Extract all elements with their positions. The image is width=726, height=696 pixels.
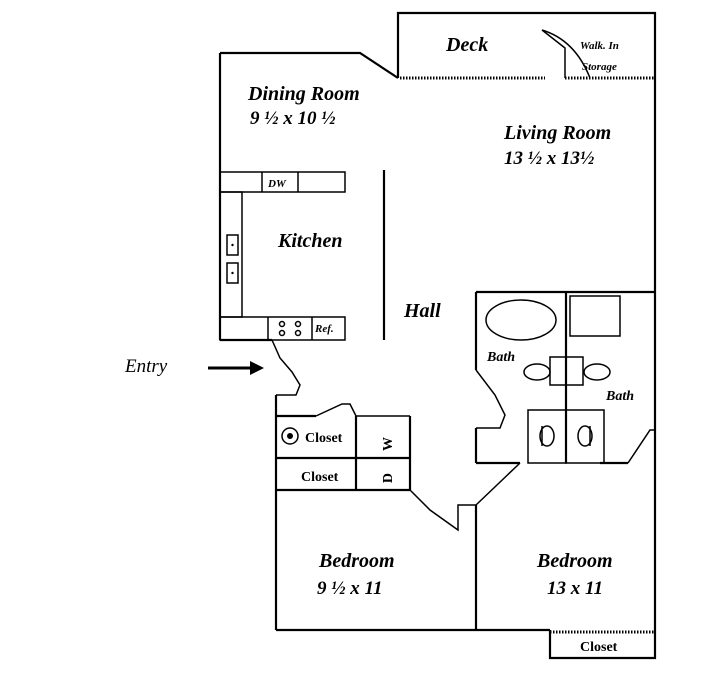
kitchen-label: Kitchen [277, 230, 342, 252]
toilet-icon [565, 409, 605, 464]
dryer-label: D [381, 473, 396, 483]
bedroom-1-label: Bedroom [318, 550, 395, 572]
shower-icon [569, 295, 621, 337]
sink-icon [226, 234, 239, 256]
sink-icon [523, 363, 551, 381]
bathtub-icon [485, 299, 557, 341]
walk-in-storage-label-line2: Storage [582, 61, 617, 73]
bath-fixtures [485, 295, 621, 464]
dining-room-label: Dining Room [247, 83, 360, 105]
stove-icon [278, 320, 302, 337]
dining-room-size: 9 ½ x 10 ½ [250, 108, 336, 129]
kitchen-cabinets [219, 171, 346, 341]
entry-arrow-icon [208, 361, 264, 375]
bath-label-1: Bath [486, 350, 515, 365]
living-room-size: 13 ½ x 13½ [504, 148, 594, 169]
hall-label: Hall [403, 300, 441, 322]
water-heater-icon [281, 427, 299, 445]
bedroom-1-size: 9 ½ x 11 [317, 578, 382, 599]
bedroom-2-size: 13 x 11 [547, 578, 603, 599]
entry-label: Entry [124, 356, 168, 377]
refrigerator-label: Ref. [314, 323, 334, 335]
bath-label-2: Bath [605, 389, 634, 404]
closet-label-1: Closet [305, 431, 343, 446]
toilet-icon [527, 409, 567, 464]
sink-icon [583, 363, 611, 381]
closet-label-2: Closet [301, 470, 339, 485]
deck-label: Deck [445, 34, 488, 56]
walk-in-storage-label-line1: Walk. In [580, 40, 619, 52]
dishwasher-label: DW [267, 178, 287, 190]
washer-label: W [381, 437, 396, 451]
sink-icon [226, 262, 239, 284]
living-room-label: Living Room [503, 122, 611, 144]
bedroom-2-label: Bedroom [536, 550, 613, 572]
closet-label-3: Closet [580, 640, 618, 655]
